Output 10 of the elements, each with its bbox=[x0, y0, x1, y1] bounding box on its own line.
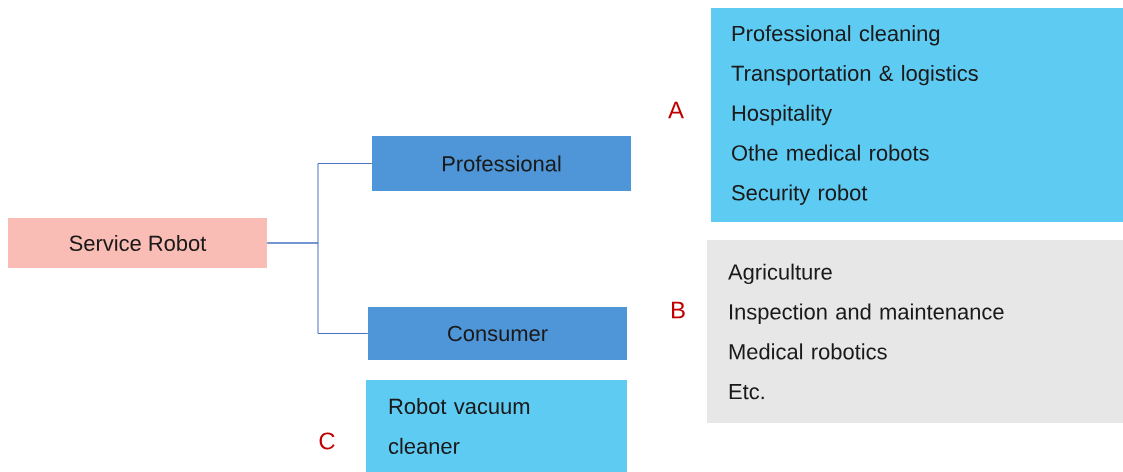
callout-letter: B bbox=[672, 301, 685, 319]
list-box: Professional cleaning Transportation & logistics Hospitality Othe medical robots Security robot bbox=[711, 8, 1123, 222]
callout-letter: A bbox=[668, 101, 684, 119]
category-box: Professional bbox=[372, 136, 631, 191]
item-box: Robot vacuum cleaner bbox=[366, 380, 627, 472]
callout-letter: C bbox=[319, 432, 335, 450]
connector bbox=[266, 242, 369, 334]
root-box: Service Robot bbox=[8, 218, 267, 268]
category-box: Consumer bbox=[368, 307, 627, 360]
list-box: Agriculture Inspection and maintenance Medical robotics Etc. bbox=[707, 240, 1123, 423]
